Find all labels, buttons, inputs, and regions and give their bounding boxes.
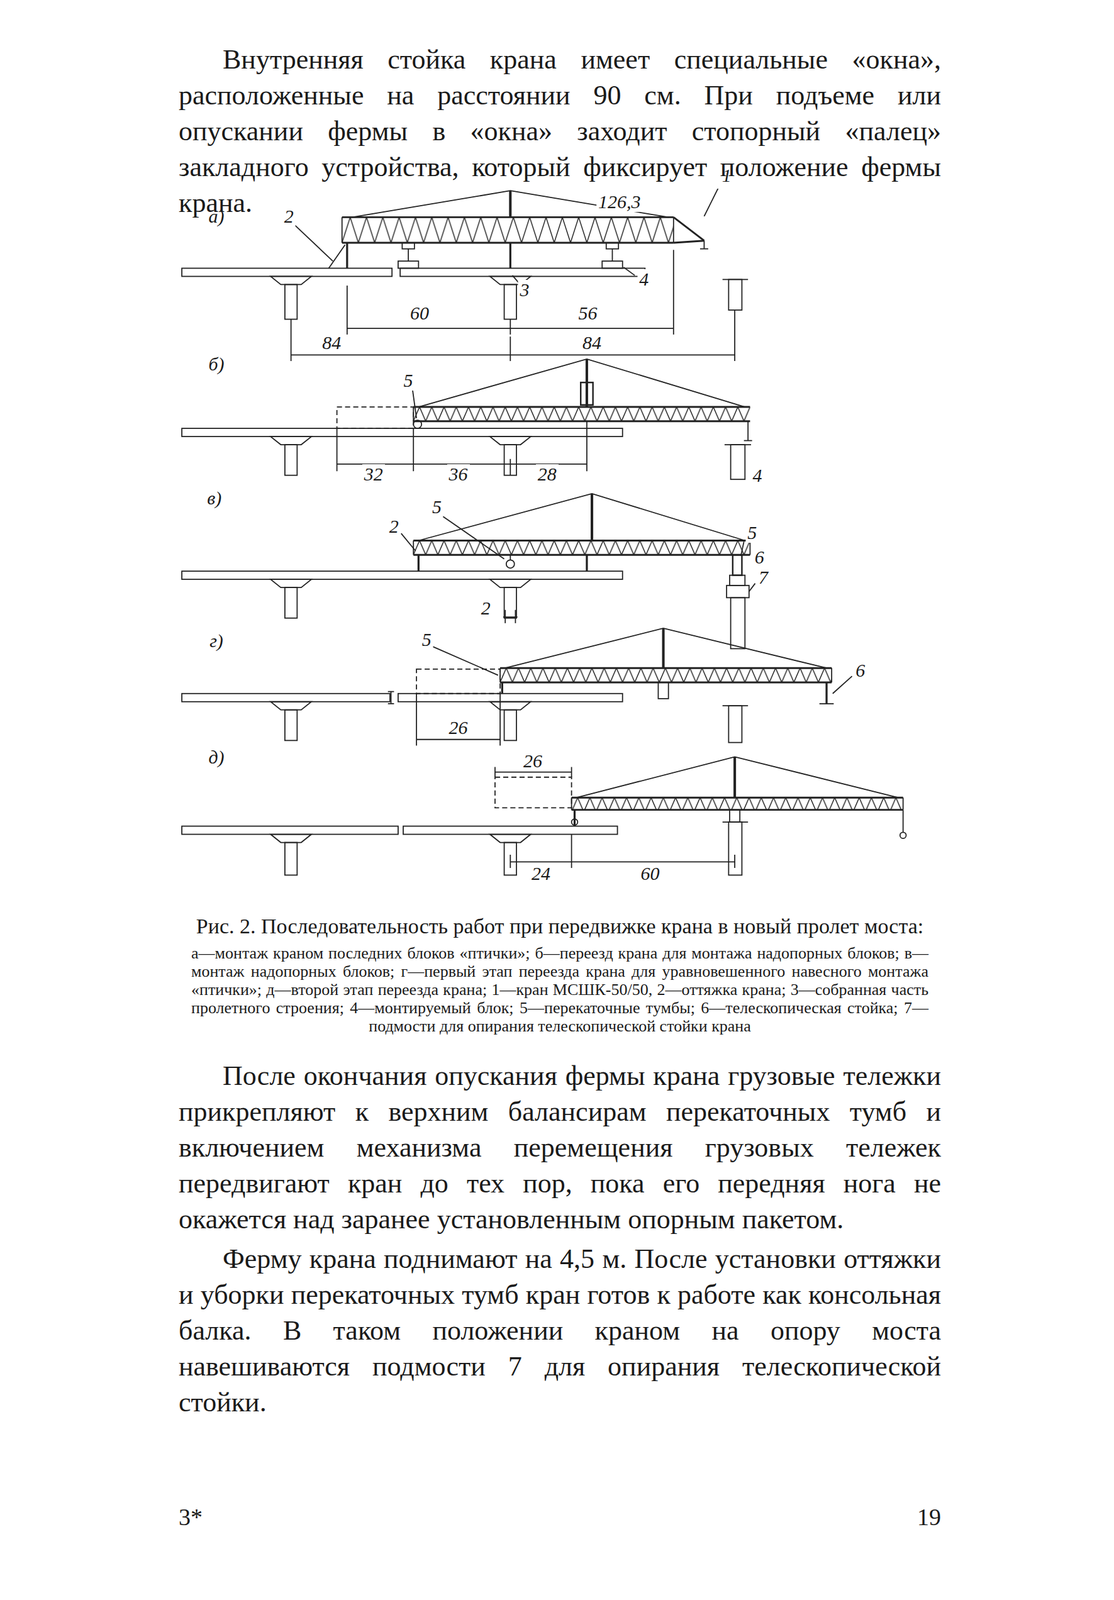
dimension-label: 26 xyxy=(447,717,470,738)
callout-number: 3 xyxy=(517,279,531,301)
signature-mark: 3* xyxy=(178,1503,203,1532)
crane-illustration xyxy=(178,188,955,893)
callout-number: 5 xyxy=(420,629,434,650)
panel-letter: в) xyxy=(205,488,224,509)
body-paragraph: Ферму крана поднимают на 4,5 м. После ус… xyxy=(178,1241,942,1421)
dimension-label: 84 xyxy=(320,332,343,353)
dimension-label: 60 xyxy=(639,863,662,884)
callout-number: 5 xyxy=(745,522,759,543)
callout-number: 2 xyxy=(387,516,401,537)
panel-letter: г) xyxy=(207,630,226,652)
callout-number: 6 xyxy=(752,547,767,568)
body-paragraph: Внутренняя стойка крана имеет специальны… xyxy=(178,41,942,221)
callout-number: 2 xyxy=(479,598,493,619)
figure-caption: Рис. 2. Последовательность работ при пер… xyxy=(178,913,942,940)
panel-letter: б) xyxy=(206,354,226,375)
callout-number: 2 xyxy=(282,206,296,227)
panel-letter: д) xyxy=(206,747,226,768)
dimension-label: 28 xyxy=(535,464,559,485)
callout-number: 6 xyxy=(853,660,867,681)
page-number: 19 xyxy=(917,1503,942,1532)
dimension-label: 26 xyxy=(521,751,545,772)
dimension-label: 36 xyxy=(447,464,470,485)
callout-number: 5 xyxy=(401,370,416,391)
body-paragraph: После окончания опускания фермы крана гр… xyxy=(178,1058,942,1238)
callout-number: 7 xyxy=(756,567,770,588)
dimension-label: 56 xyxy=(576,303,600,324)
dimension-label: 60 xyxy=(408,303,431,324)
callout-number: 4 xyxy=(637,269,651,290)
dimension-label: 32 xyxy=(362,464,385,485)
callout-number: 4 xyxy=(750,465,764,486)
dimension-label: 24 xyxy=(529,863,553,884)
dimension-label: 126,3 xyxy=(596,191,643,212)
dimension-label: 84 xyxy=(580,332,604,353)
callout-number: 5 xyxy=(430,496,444,518)
caption-legend: а—монтаж краном последних блоков «птички… xyxy=(178,944,942,1036)
